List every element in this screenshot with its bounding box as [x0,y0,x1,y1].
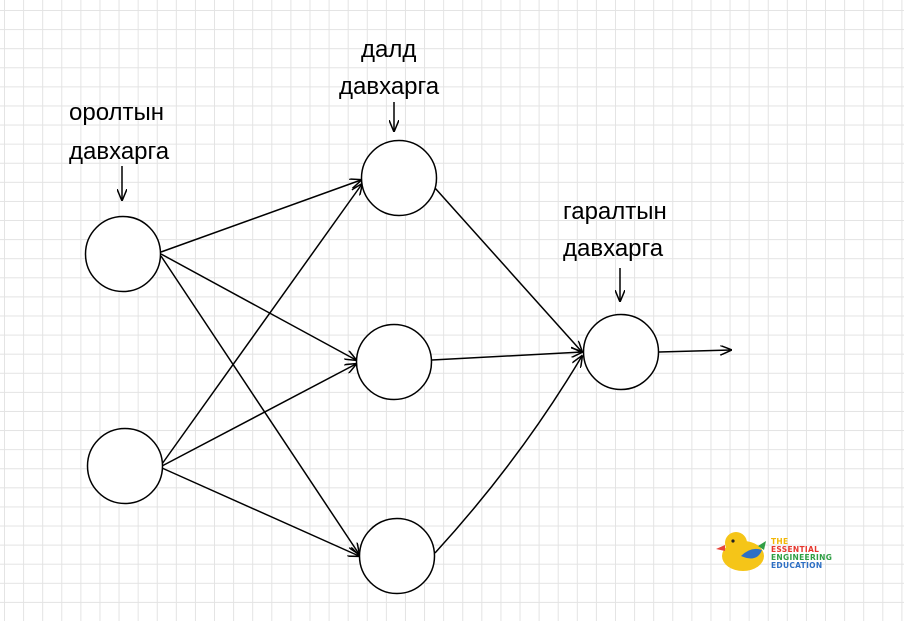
logo: THE ESSENTIAL ENGINEERING EDUCATION [716,532,832,571]
edge-i2-h3 [161,467,359,556]
input-node-2 [86,427,164,505]
layer-labels: оролтын давхарга далд давхарга гаралтын … [69,36,667,262]
edge-h1-o [434,187,582,352]
input-node-1 [84,215,162,293]
edge-i1-h3 [160,255,359,554]
hidden-layer-label-line1: далд [361,36,416,63]
logo-line-3: ENGINEERING [771,553,832,562]
logo-line-1: THE [771,537,788,546]
edge-i1-h2 [160,253,356,360]
duck-icon [716,532,766,571]
hidden-node-3 [358,517,436,595]
label-pointers [122,102,620,301]
logo-line-4: EDUCATION [771,561,822,570]
edge-i1-h1 [160,180,361,253]
logo-line-2: ESSENTIAL [771,545,819,554]
input-layer-label-line1: оролтын [69,99,164,126]
edge-i2-h2 [161,364,356,467]
output-node [582,313,660,391]
hidden-layer-label-line2: давхарга [339,73,440,100]
nodes [84,139,660,595]
output-layer-label-line1: гаралтын [563,198,667,225]
hidden-node-1 [360,139,438,217]
edge-h3-o [434,356,582,554]
output-layer-label-line2: давхарга [563,235,664,262]
connections-input-hidden [160,180,362,556]
connections-hidden-output [431,187,731,554]
hidden-node-2 [355,323,433,401]
edge-h2-o [431,352,582,361]
edge-output [658,350,731,352]
edge-i2-h1 [161,184,362,465]
input-layer-label-line2: давхарга [69,138,170,165]
